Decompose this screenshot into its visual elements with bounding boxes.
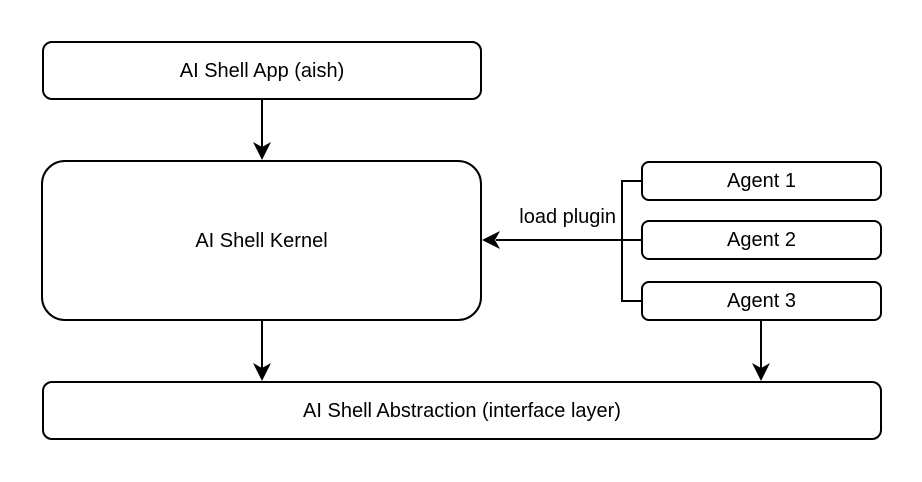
load-plugin-edge-label: load plugin [517, 206, 618, 229]
node-agent-1-label: Agent 1 [727, 170, 796, 192]
edge-load-plugin-arrowhead [482, 231, 500, 249]
node-agent-3: Agent 3 [641, 281, 882, 321]
node-agent-3-label: Agent 3 [727, 290, 796, 312]
edge-kernel-to-abstraction-arrowhead [253, 363, 271, 381]
node-ai-shell-kernel-label: AI Shell Kernel [195, 229, 328, 252]
node-agent-2-label: Agent 2 [727, 229, 796, 251]
edge-app-to-kernel-arrowhead [253, 142, 271, 160]
node-ai-shell-abstraction: AI Shell Abstraction (interface layer) [42, 381, 882, 440]
node-ai-shell-abstraction-label: AI Shell Abstraction (interface layer) [303, 399, 621, 422]
node-agent-1: Agent 1 [641, 161, 882, 201]
node-agent-2: Agent 2 [641, 220, 882, 260]
edge-agent3-to-abstraction-arrowhead [752, 363, 770, 381]
node-ai-shell-kernel: AI Shell Kernel [41, 160, 482, 321]
node-ai-shell-app-label: AI Shell App (aish) [179, 59, 345, 82]
node-ai-shell-app: AI Shell App (aish) [42, 41, 482, 100]
